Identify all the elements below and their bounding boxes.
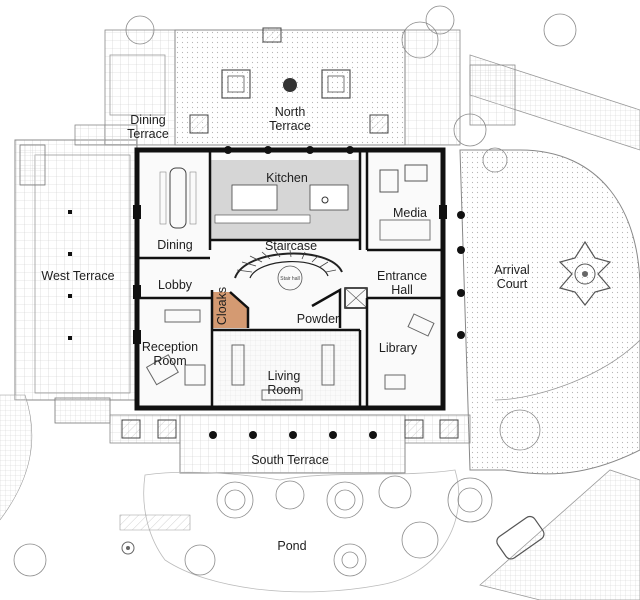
- west-stairs: [19, 144, 111, 424]
- south-terrace-area: [179, 414, 406, 474]
- label-powder: Powder: [297, 312, 339, 326]
- label-staircase: Staircase: [265, 239, 317, 253]
- south-piers: [121, 419, 459, 439]
- label-living-room-2: Room: [267, 383, 300, 397]
- media-furniture: [379, 164, 431, 241]
- label-pond: Pond: [277, 539, 306, 553]
- label-dining: Dining: [157, 238, 192, 252]
- kitchen-fixtures: [214, 184, 349, 224]
- west-terrace-markers: [68, 210, 72, 340]
- reception-furniture: [145, 309, 206, 386]
- dining-terrace-table: [109, 54, 166, 116]
- perimeter-columns: [133, 146, 465, 344]
- fountain: [558, 240, 612, 306]
- garden-trees: [13, 5, 577, 577]
- label-entrance-hall-2: Hall: [391, 283, 413, 297]
- garden: [0, 394, 460, 593]
- label-entrance-hall-1: Entrance: [377, 269, 427, 283]
- label-south-terrace: South Terrace: [251, 453, 329, 467]
- label-lobby: Lobby: [158, 278, 193, 292]
- living-furniture: [231, 344, 335, 401]
- label-west-terrace: West Terrace: [41, 269, 114, 283]
- dining-table: [159, 167, 197, 229]
- label-north-terrace-1: North: [275, 105, 306, 119]
- label-reception-room-2: Room: [153, 354, 186, 368]
- south-terrace-columns: [209, 431, 377, 439]
- label-cloaks: Cloaks: [215, 287, 229, 325]
- north-terrace-planters: [221, 69, 351, 99]
- label-media: Media: [393, 206, 427, 220]
- exterior-walls: [134, 147, 446, 411]
- interior-walls: [137, 150, 443, 408]
- room-labels: Dining Terrace North Terrace Kitchen Med…: [41, 105, 529, 553]
- label-dining-terrace-1: Dining: [130, 113, 165, 127]
- label-library: Library: [379, 341, 418, 355]
- label-arrival-court-2: Court: [497, 277, 528, 291]
- staircase: Stair hall: [234, 249, 343, 291]
- label-north-terrace-2: Terrace: [269, 119, 311, 133]
- label-dining-terrace-2: Terrace: [127, 127, 169, 141]
- svg-text:Stair hall: Stair hall: [280, 276, 299, 282]
- label-reception-room-1: Reception: [142, 340, 198, 354]
- label-living-room-1: Living: [268, 369, 301, 383]
- arrival-court-area: [459, 54, 640, 600]
- label-arrival-court-1: Arrival: [494, 263, 529, 277]
- library-furniture: [384, 313, 435, 390]
- label-kitchen: Kitchen: [266, 171, 308, 185]
- north-piers: [189, 27, 389, 134]
